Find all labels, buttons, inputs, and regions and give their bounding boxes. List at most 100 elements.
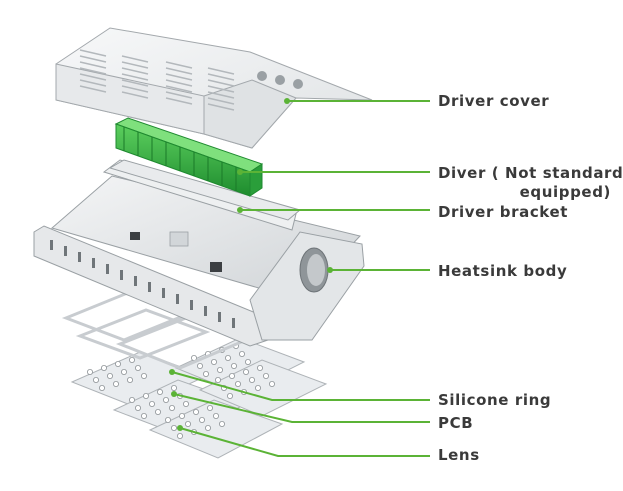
lens-optic — [214, 376, 221, 383]
lens-optic — [170, 384, 177, 391]
cover-vent-slot — [165, 61, 193, 69]
cover-vent-slot — [165, 67, 193, 75]
lens-optic — [262, 372, 269, 379]
cover-vent-slot — [79, 61, 107, 69]
lens-optic — [115, 360, 122, 367]
lens-optic — [204, 424, 211, 431]
lens-optic — [210, 358, 217, 365]
cover-vent-slot — [121, 91, 149, 99]
wall-slot — [50, 240, 53, 250]
cover-vent-slot — [165, 79, 193, 87]
lens-optic — [198, 416, 205, 423]
lens-optic — [176, 432, 183, 439]
wall-slot — [190, 300, 193, 310]
driver-cover — [55, 27, 373, 149]
cover-vent-slot — [121, 73, 149, 81]
label-pcb: PCB — [438, 414, 474, 432]
lens-optic — [256, 364, 263, 371]
cover-vent-slot — [79, 79, 107, 87]
lens-optic — [226, 392, 233, 399]
lens-optic — [162, 396, 169, 403]
wall-slot — [120, 270, 123, 280]
cover-vent-slot — [207, 85, 235, 93]
lens-optic — [134, 364, 141, 371]
label-silicone-ring: Silicone ring — [438, 391, 552, 409]
cover-vent-slots — [79, 49, 235, 111]
leader-lens — [177, 425, 430, 457]
silicone-ring-frame — [75, 308, 211, 360]
lens-optic — [148, 400, 155, 407]
cover-vent-slot — [79, 73, 107, 81]
lens-optic — [242, 368, 249, 375]
lens-optic — [268, 380, 275, 387]
lens-optic — [128, 356, 135, 363]
cover-vent-slot — [121, 61, 149, 69]
wall-vent-slots — [50, 240, 235, 328]
lens-optic — [216, 366, 223, 373]
cover-vent-slot — [79, 67, 107, 75]
lens-optic — [202, 370, 209, 377]
lens-optic — [134, 404, 141, 411]
cover-vent-slot — [207, 73, 235, 81]
cover-vent-slot — [207, 91, 235, 99]
lens-optic — [248, 376, 255, 383]
leader-driver-cover — [284, 98, 430, 104]
wall-slot — [204, 306, 207, 316]
lens-optic — [178, 412, 185, 419]
lens-modules — [70, 337, 328, 459]
lens-optic — [156, 388, 163, 395]
wall-slot — [232, 318, 235, 328]
lens-module — [198, 359, 328, 417]
cover-vent-slot — [165, 97, 193, 105]
label-driver-cover: Driver cover — [438, 92, 550, 110]
lens-optic — [230, 362, 237, 369]
lens-optic — [224, 354, 231, 361]
lens-optic — [142, 392, 149, 399]
lens-optic — [113, 380, 120, 387]
leader-lines — [169, 98, 430, 457]
lens-optic — [99, 384, 106, 391]
lens-optic — [170, 424, 177, 431]
lens-optic — [218, 420, 225, 427]
label-diver-line1: Diver ( Not standard — [438, 164, 623, 182]
lens-optic — [238, 350, 245, 357]
cover-vent-slot — [207, 97, 235, 105]
wall-slot — [148, 282, 151, 292]
lens-optic — [128, 396, 135, 403]
lens-optic — [140, 372, 147, 379]
leader-silicone-ring — [169, 369, 430, 401]
wall-slot — [106, 264, 109, 274]
lens-optic — [206, 404, 213, 411]
wall-slot — [78, 252, 81, 262]
lens-optic — [228, 372, 235, 379]
cover-vent-slot — [79, 85, 107, 93]
leader-driver-bracket — [237, 207, 430, 213]
cover-vent-slot — [121, 67, 149, 75]
label-heatsink-body: Heatsink body — [438, 262, 568, 280]
lens-optic — [107, 372, 114, 379]
cover-vent-slot — [79, 55, 107, 63]
cover-vent-slot — [121, 55, 149, 63]
lens-optic — [154, 408, 161, 415]
lens-optic — [87, 368, 94, 375]
label-diver-line2: equipped) — [519, 183, 611, 201]
cover-vent-slot — [165, 91, 193, 99]
leader-heatsink-body — [327, 267, 430, 273]
wall-slot — [176, 294, 179, 304]
lens-optic — [244, 358, 251, 365]
wall-slot — [92, 258, 95, 268]
cover-vent-slot — [79, 49, 107, 57]
lens-optic — [184, 420, 191, 427]
label-driver-bracket: Driver bracket — [438, 203, 569, 221]
lens-optic — [101, 364, 108, 371]
wall-slot — [134, 276, 137, 286]
cover-vent-slot — [207, 67, 235, 75]
lens-optic — [121, 368, 128, 375]
lens-optic — [212, 412, 219, 419]
cover-vent-slot — [165, 73, 193, 81]
lens-optic — [164, 416, 171, 423]
wall-slot — [218, 312, 221, 322]
leader-pcb — [171, 391, 430, 423]
